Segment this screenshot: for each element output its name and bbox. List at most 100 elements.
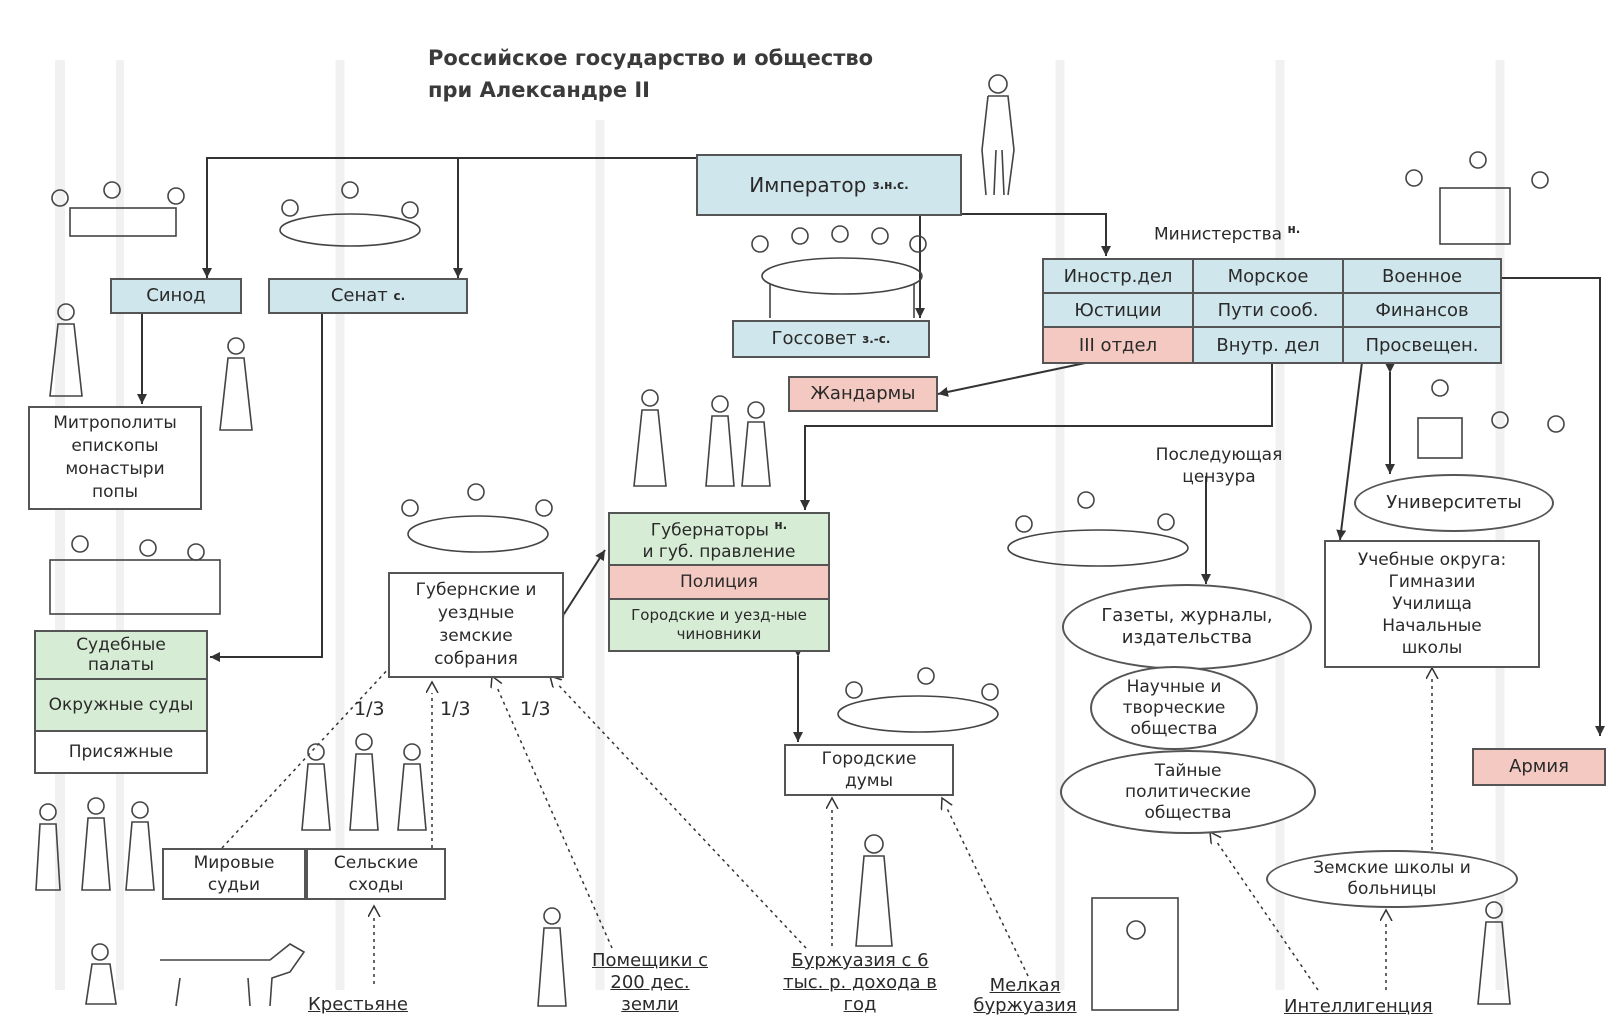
army-box: Армия — [1472, 748, 1606, 786]
judicial-chambers-label: Судебные палаты — [76, 635, 166, 675]
clergy-line-3: монастыри — [65, 459, 165, 479]
clergy-box: Митрополиты епископы монастыри попы — [28, 406, 202, 510]
connector-bourgeoisie-zemstvo — [550, 676, 807, 949]
ministry-navy: Морское — [1192, 258, 1344, 294]
ministries-heading-label: Министерства — [1154, 224, 1283, 245]
ministry-interior-label: Внутр. дел — [1216, 334, 1320, 356]
clergy-line-1: Митрополиты — [53, 413, 177, 433]
city-dumas-label: Городские думы — [821, 749, 917, 791]
ministry-education-label: Просвещен. — [1365, 334, 1479, 356]
school-districts-line-2: Гимназии — [1388, 572, 1476, 592]
clergy-line-4: попы — [91, 482, 139, 502]
jurors: Присяжные — [36, 732, 206, 772]
ministries-grid: Иностр.дел Морское Военное Юстиции Пути … — [1042, 258, 1502, 364]
universities-label: Университеты — [1386, 492, 1522, 513]
senate-sup: с. — [393, 289, 406, 303]
press-ellipse: Газеты, журналы, издательства — [1062, 584, 1312, 670]
connector-landlords-zemstvo — [492, 676, 613, 949]
connector-zemstvo-governors — [554, 549, 606, 625]
secret-societies-ellipse: Тайные политические общества — [1060, 750, 1316, 834]
connector-ministries-gendarmes — [937, 361, 1091, 397]
district-courts: Окружные суды — [36, 680, 206, 732]
ministry-foreign-affairs: Иностр.дел — [1042, 258, 1194, 294]
school-districts-line-1: Учебные округа: — [1357, 550, 1507, 570]
connector-petty-dumas — [942, 798, 1029, 977]
jurors-label: Присяжные — [68, 742, 174, 762]
connector-senate-courts — [210, 312, 323, 662]
bourgeoisie-label: Буржуазия с 6 тыс. р. дохода в год — [783, 950, 937, 1015]
ministry-war: Военное — [1342, 258, 1502, 294]
ministries-heading-sup: н. — [1287, 222, 1301, 236]
governors-row: Губернаторы н. и губ. правление — [610, 514, 828, 566]
zemstvo-schools-label: Земские школы и больницы — [1313, 858, 1471, 899]
gendarmes-box: Жандармы — [788, 376, 938, 412]
landlords-label: Помещики с 200 дес. земли — [591, 950, 709, 1015]
synod-box: Синод — [110, 278, 242, 314]
zemstvo-assemblies-label: Губернские и уездные земские собрания — [415, 580, 537, 669]
school-districts-line-3: Училища — [1392, 594, 1472, 614]
secret-societies-label: Тайные политические общества — [1124, 760, 1251, 823]
ministry-foreign-affairs-label: Иностр.дел — [1063, 265, 1173, 287]
emperor-label: Император — [749, 173, 867, 197]
universities-ellipse: Университеты — [1354, 474, 1554, 532]
ministry-railways-label: Пути сооб. — [1217, 299, 1319, 321]
ministry-railways: Пути сооб. — [1192, 292, 1344, 328]
diagram-title: Российское государство и общество при Ал… — [428, 42, 873, 106]
ministry-justice-label: Юстиции — [1074, 299, 1162, 321]
courts-stack: Судебные палаты Окружные суды Присяжные — [34, 630, 208, 774]
officials-row: Городские и уезд-ные чиновники — [610, 600, 828, 650]
ministry-finance-label: Финансов — [1375, 299, 1469, 321]
school-districts-line-5: школы — [1401, 638, 1463, 658]
societies-ellipse: Научные и творческие общества — [1090, 666, 1258, 750]
censorship-label: Последующая цензура — [1155, 445, 1283, 487]
district-courts-label: Окружные суды — [48, 695, 194, 715]
judicial-chambers: Судебные палаты — [36, 632, 206, 680]
governors-label: Губернаторы — [650, 520, 769, 541]
police-label: Полиция — [680, 572, 758, 592]
fraction-peasants: 1/3 — [354, 698, 385, 720]
gossovet-label: Госсовет — [771, 328, 857, 349]
connector-emperor-synod — [202, 157, 696, 278]
governors-stack: Губернаторы н. и губ. правление Полиция … — [608, 512, 830, 652]
ministry-finance: Финансов — [1342, 292, 1502, 328]
connector-emperor-ministries — [960, 213, 1111, 256]
ministry-third-section: III отдел — [1042, 326, 1194, 364]
title-line-1: Российское государство и общество — [428, 46, 874, 70]
ministry-justice: Юстиции — [1042, 292, 1194, 328]
village-assemblies-box: Сельские сходы — [306, 848, 446, 900]
connector-ministries-governors — [800, 362, 1273, 510]
police-row: Полиция — [610, 566, 828, 600]
justices-label: Мировые судьи — [193, 853, 275, 895]
connector-ministries-army — [1500, 277, 1605, 736]
senate-label: Сенат — [330, 285, 388, 306]
governors-board-label: и губ. правление — [642, 541, 796, 562]
senate-box: Сенат с. — [268, 278, 468, 314]
title-line-2: при Александре II — [428, 78, 650, 102]
ministry-education: Просвещен. — [1342, 326, 1502, 364]
justices-box: Мировые судьи — [162, 848, 306, 900]
connector-justices-zemstvo — [221, 652, 404, 849]
connector-intelligentsia-secret — [1210, 832, 1319, 991]
city-dumas-box: Городские думы — [784, 744, 954, 796]
fraction-bourgeoisie: 1/3 — [520, 698, 551, 720]
gendarmes-label: Жандармы — [810, 383, 916, 404]
synod-label: Синод — [146, 285, 206, 306]
ministry-interior: Внутр. дел — [1192, 326, 1344, 364]
village-assemblies-label: Сельские сходы — [333, 853, 419, 895]
officials-label: Городские и уезд-ные чиновники — [631, 606, 807, 643]
governors-sup: н. — [774, 518, 788, 533]
ministry-third-section-label: III отдел — [1078, 334, 1158, 356]
ministries-heading: Министерства н. — [1154, 218, 1300, 246]
zemstvo-assemblies-box: Губернские и уездные земские собрания — [388, 572, 564, 678]
clergy-line-2: епископы — [71, 436, 159, 456]
zemstvo-schools-ellipse: Земские школы и больницы — [1266, 850, 1518, 908]
army-label: Армия — [1509, 756, 1569, 777]
societies-label: Научные и творческие общества — [1122, 676, 1226, 739]
gossovet-box: Госсовет з.-с. — [732, 320, 930, 358]
school-districts-line-4: Начальные — [1382, 616, 1482, 636]
intelligentsia-label: Интеллигенция — [1284, 996, 1433, 1017]
emperor-sup: з.н.с. — [872, 178, 909, 192]
gossovet-sup: з.-с. — [862, 332, 891, 346]
connector-ministry-school-districts — [1336, 361, 1363, 541]
